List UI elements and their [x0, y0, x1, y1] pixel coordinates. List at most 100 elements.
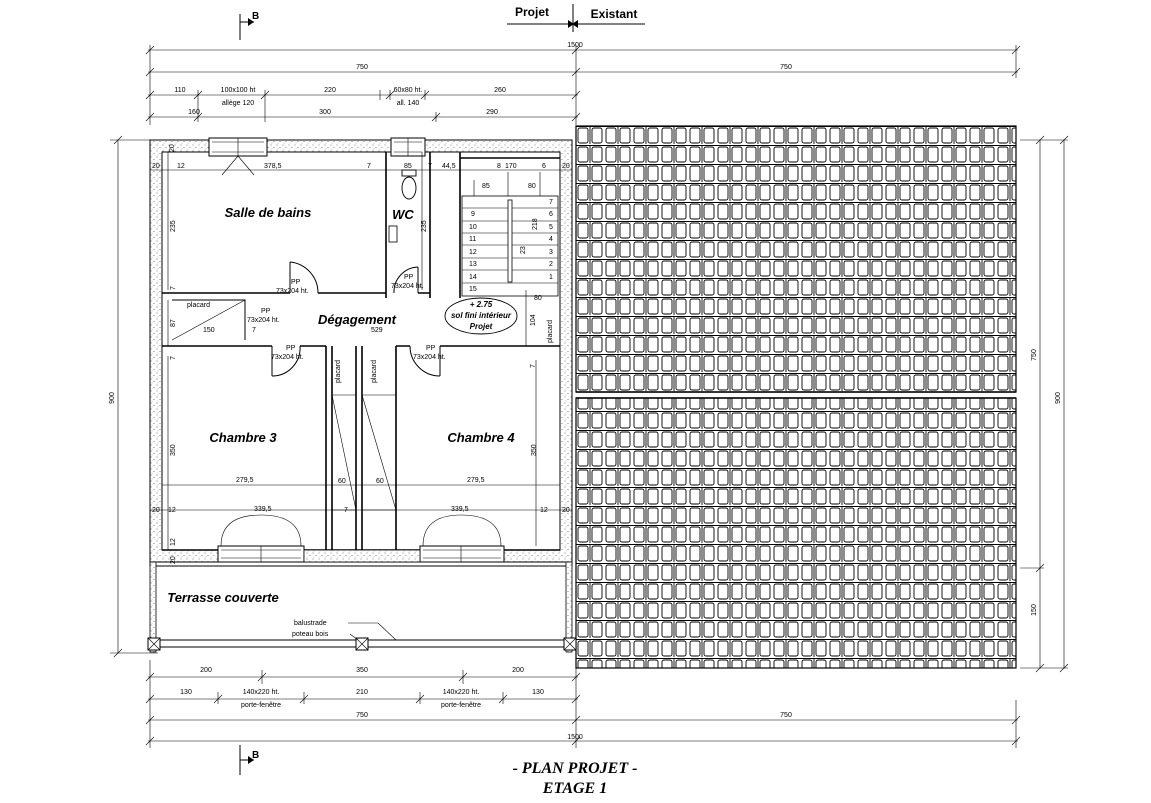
dim-inner-445: 44,5 — [442, 163, 456, 170]
dim-inner-350b: 350 — [531, 444, 538, 456]
stair-step-9: 9 — [471, 211, 475, 218]
stair-step-3: 3 — [549, 249, 553, 256]
dim-300: 300 — [319, 109, 331, 116]
dim-160: 160 — [188, 109, 200, 116]
dim-inner-23: 23 — [520, 246, 527, 254]
section-mark-top: B — [239, 11, 259, 40]
door-ch4-pp: PP — [426, 345, 436, 352]
label-poteau-bois: poteau bois — [292, 631, 329, 638]
legend-projet: Projet — [515, 5, 549, 19]
legend-existant: Existant — [591, 7, 638, 21]
dim-inner-20b: 20 — [562, 163, 570, 170]
door-ch4-size: 73x204 ht. — [413, 354, 446, 361]
inner-dimensions: 20 12 20 378,5 7 85 7 44,5 8 170 6 20 85… — [152, 144, 570, 564]
terrace: balustrade poteau bois — [147, 620, 577, 651]
porte-fenetres-bottom — [217, 514, 505, 563]
stair-step-15: 15 — [469, 286, 477, 293]
dim-inner-7g: 7 — [252, 327, 256, 334]
plan-title: - PLAN PROJET - ETAGE 1 — [513, 760, 638, 797]
label-porte-fenetre-right: porte-fenêtre — [441, 702, 481, 709]
wc-fixtures — [388, 169, 417, 243]
dim-inner-12c: 12 — [540, 507, 548, 514]
stair-step-11: 11 — [469, 236, 476, 243]
dim-half-left-top: 750 — [356, 64, 368, 71]
dim-allege-120: allège 120 — [222, 100, 254, 107]
dim-bottom-210: 210 — [356, 689, 368, 696]
title-plan-projet: - PLAN PROJET - — [513, 760, 638, 777]
dim-220: 220 — [324, 87, 336, 94]
dim-inner-104: 104 — [530, 314, 537, 326]
dim-total-top: 1500 — [567, 42, 583, 49]
label-porte-fenetre-left: porte-fenêtre — [241, 702, 281, 709]
dimensions-bottom: 200 350 200 130 140x220 ht. porte-fenêtr… — [145, 660, 1021, 748]
level-projet: Projet — [470, 322, 493, 331]
legend-projet-existant: Projet Existant — [507, 4, 645, 32]
dim-porte-fenetre-right: 140x220 ht. — [443, 689, 480, 696]
dim-inner-2795a: 279,5 — [236, 477, 254, 484]
room-names: Salle de bains WC Dégagement Chambre 3 C… — [167, 205, 515, 605]
dim-window-wc: 60x80 ht. — [394, 87, 423, 94]
dim-inner-12b: 12 — [168, 507, 176, 514]
dim-inner-85b: 85 — [482, 183, 490, 190]
dim-inner-80a: 80 — [528, 183, 536, 190]
inner-dimension-lines — [150, 152, 572, 550]
dim-inner-8: 8 — [497, 163, 501, 170]
interior-walls — [162, 152, 560, 551]
dim-inner-12a: 12 — [177, 163, 185, 170]
toilet-icon — [401, 176, 417, 200]
dim-half-right-top: 750 — [780, 64, 792, 71]
dim-inner-7b: 7 — [428, 163, 432, 170]
door-bath-size: 73x204 ht. — [276, 288, 309, 295]
stair-step-1: 1 — [549, 274, 553, 281]
roof-existing — [575, 125, 1017, 669]
dim-inner-7e: 7 — [170, 356, 177, 360]
dim-inner-529: 529 — [371, 327, 383, 334]
stair-step-12: 12 — [469, 249, 477, 256]
dim-inner-12d: 12 — [170, 538, 177, 546]
dim-110: 110 — [174, 87, 185, 94]
dim-inner-3395b: 339,5 — [451, 506, 469, 513]
dim-right-150: 150 — [1031, 604, 1038, 616]
dim-bottom-350: 350 — [356, 667, 368, 674]
stair-step-7: 7 — [549, 199, 553, 206]
placard-degagement: placard — [187, 302, 210, 309]
level-value: + 2.75 — [470, 300, 493, 309]
dim-inner-6: 6 — [542, 163, 546, 170]
dim-inner-20e: 20 — [562, 507, 570, 514]
room-wc: WC — [392, 207, 414, 222]
dim-inner-3395a: 339,5 — [254, 506, 272, 513]
room-salle-de-bains: Salle de bains — [225, 205, 312, 220]
door-wc-pp: PP — [404, 274, 414, 281]
room-degagement: Dégagement — [318, 312, 397, 327]
level-desc: sol fini intérieur — [451, 311, 512, 320]
label-balustrade: balustrade — [294, 620, 327, 627]
stair-step-5: 5 — [549, 224, 553, 231]
dim-inner-150: 150 — [203, 327, 215, 334]
section-label-bottom: B — [252, 750, 259, 761]
dimensions-side: 900 750 150 900 — [109, 135, 1069, 673]
dim-porte-fenetre-left: 140x220 ht. — [243, 689, 280, 696]
dim-bottom-200-right: 200 — [512, 667, 524, 674]
dim-bottom-200-left: 200 — [200, 667, 212, 674]
room-chambre-4: Chambre 4 — [447, 430, 515, 445]
door-placard-pp: PP — [261, 308, 271, 315]
title-etage: ETAGE 1 — [542, 780, 607, 797]
door-ch3-pp: PP — [286, 345, 296, 352]
dim-left-900: 900 — [109, 392, 116, 404]
room-chambre-3: Chambre 3 — [209, 430, 277, 445]
section-label-top: B — [252, 11, 259, 22]
dim-inner-170: 170 — [505, 163, 517, 170]
placard-chambre4: placard — [371, 360, 378, 383]
dim-inner-87: 87 — [170, 319, 177, 327]
dim-bottom-130-left: 130 — [180, 689, 192, 696]
dim-inner-20f: 20 — [170, 556, 177, 564]
stair-step-2: 2 — [549, 261, 553, 268]
door-wc-size: 73x204 ht. — [391, 283, 424, 290]
dim-inner-80b: 80 — [534, 295, 542, 302]
dim-inner-7c: 7 — [344, 507, 348, 514]
dim-290: 290 — [486, 109, 498, 116]
dim-allege-140: all. 140 — [397, 100, 420, 107]
stair-step-6: 6 — [549, 211, 553, 218]
stair-step-10: 10 — [469, 224, 477, 231]
